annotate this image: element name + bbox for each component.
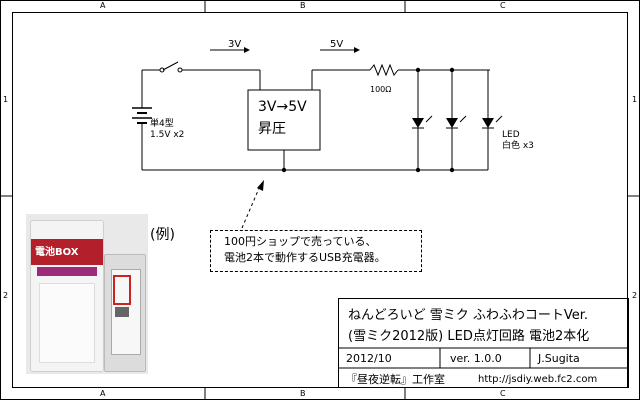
col-label-c-bottom: C [500,389,506,398]
package-text: 電池BOX [35,247,79,258]
inner-frame [12,12,628,388]
col-label-b-bottom: B [300,389,306,398]
resistor-label: 100Ω [370,85,392,94]
row-label-2: 2 [3,291,9,300]
led-label-2: 白色 x3 [502,141,534,151]
title-date: 2012/10 [346,352,392,365]
booster-label-1: 3V→5V [258,99,307,115]
led-label-1: LED [502,130,520,140]
note-line-2: 電池2本で動作するUSB充電器。 [224,251,386,264]
col-label-a: A [100,1,106,10]
title-line-2: (雪ミク2012版) LED点灯回路 電池2本化 [348,329,590,344]
note-box [210,230,422,272]
switch-symbol [142,61,261,90]
example-label: (例) [150,227,175,243]
note-leader [241,185,261,229]
resistor-symbol [369,63,399,77]
title-version: ver. 1.0.0 [450,352,502,365]
package-front: 電池BOX [30,220,104,372]
battery-label-1: 単4型 [150,119,174,129]
row-label-1: 1 [3,95,9,104]
led-1 [412,70,433,170]
battery-label-2: 1.5V x2 [150,130,185,140]
voltage-out-label: 5V [330,39,344,50]
title-block-lines [338,298,629,388]
booster-label-2: 昇圧 [258,121,286,137]
title-studio: 『昼夜逆転』工作室 [346,373,445,386]
title-line-1: ねんどろいど 雪ミク ふわふわコートVer. [348,308,589,323]
package-open [104,254,146,372]
arrow-3v [210,47,250,53]
led-2 [446,70,467,170]
arrow-5v [320,47,360,53]
product-photo: 電池BOX [26,214,148,374]
voltage-in-label: 3V [228,39,242,50]
col-label-b: B [300,1,306,10]
note-line-1: 100円ショップで売っている、 [224,235,377,248]
col-label-a-bottom: A [100,389,106,398]
led-3 [482,70,503,170]
title-author: J.Sugita [538,352,580,365]
row-label-1-right: 1 [632,95,638,104]
title-url: http://jsdiy.web.fc2.com [478,374,598,385]
col-label-c: C [500,1,506,10]
battery-symbol [132,70,152,170]
row-label-2-right: 2 [632,291,638,300]
